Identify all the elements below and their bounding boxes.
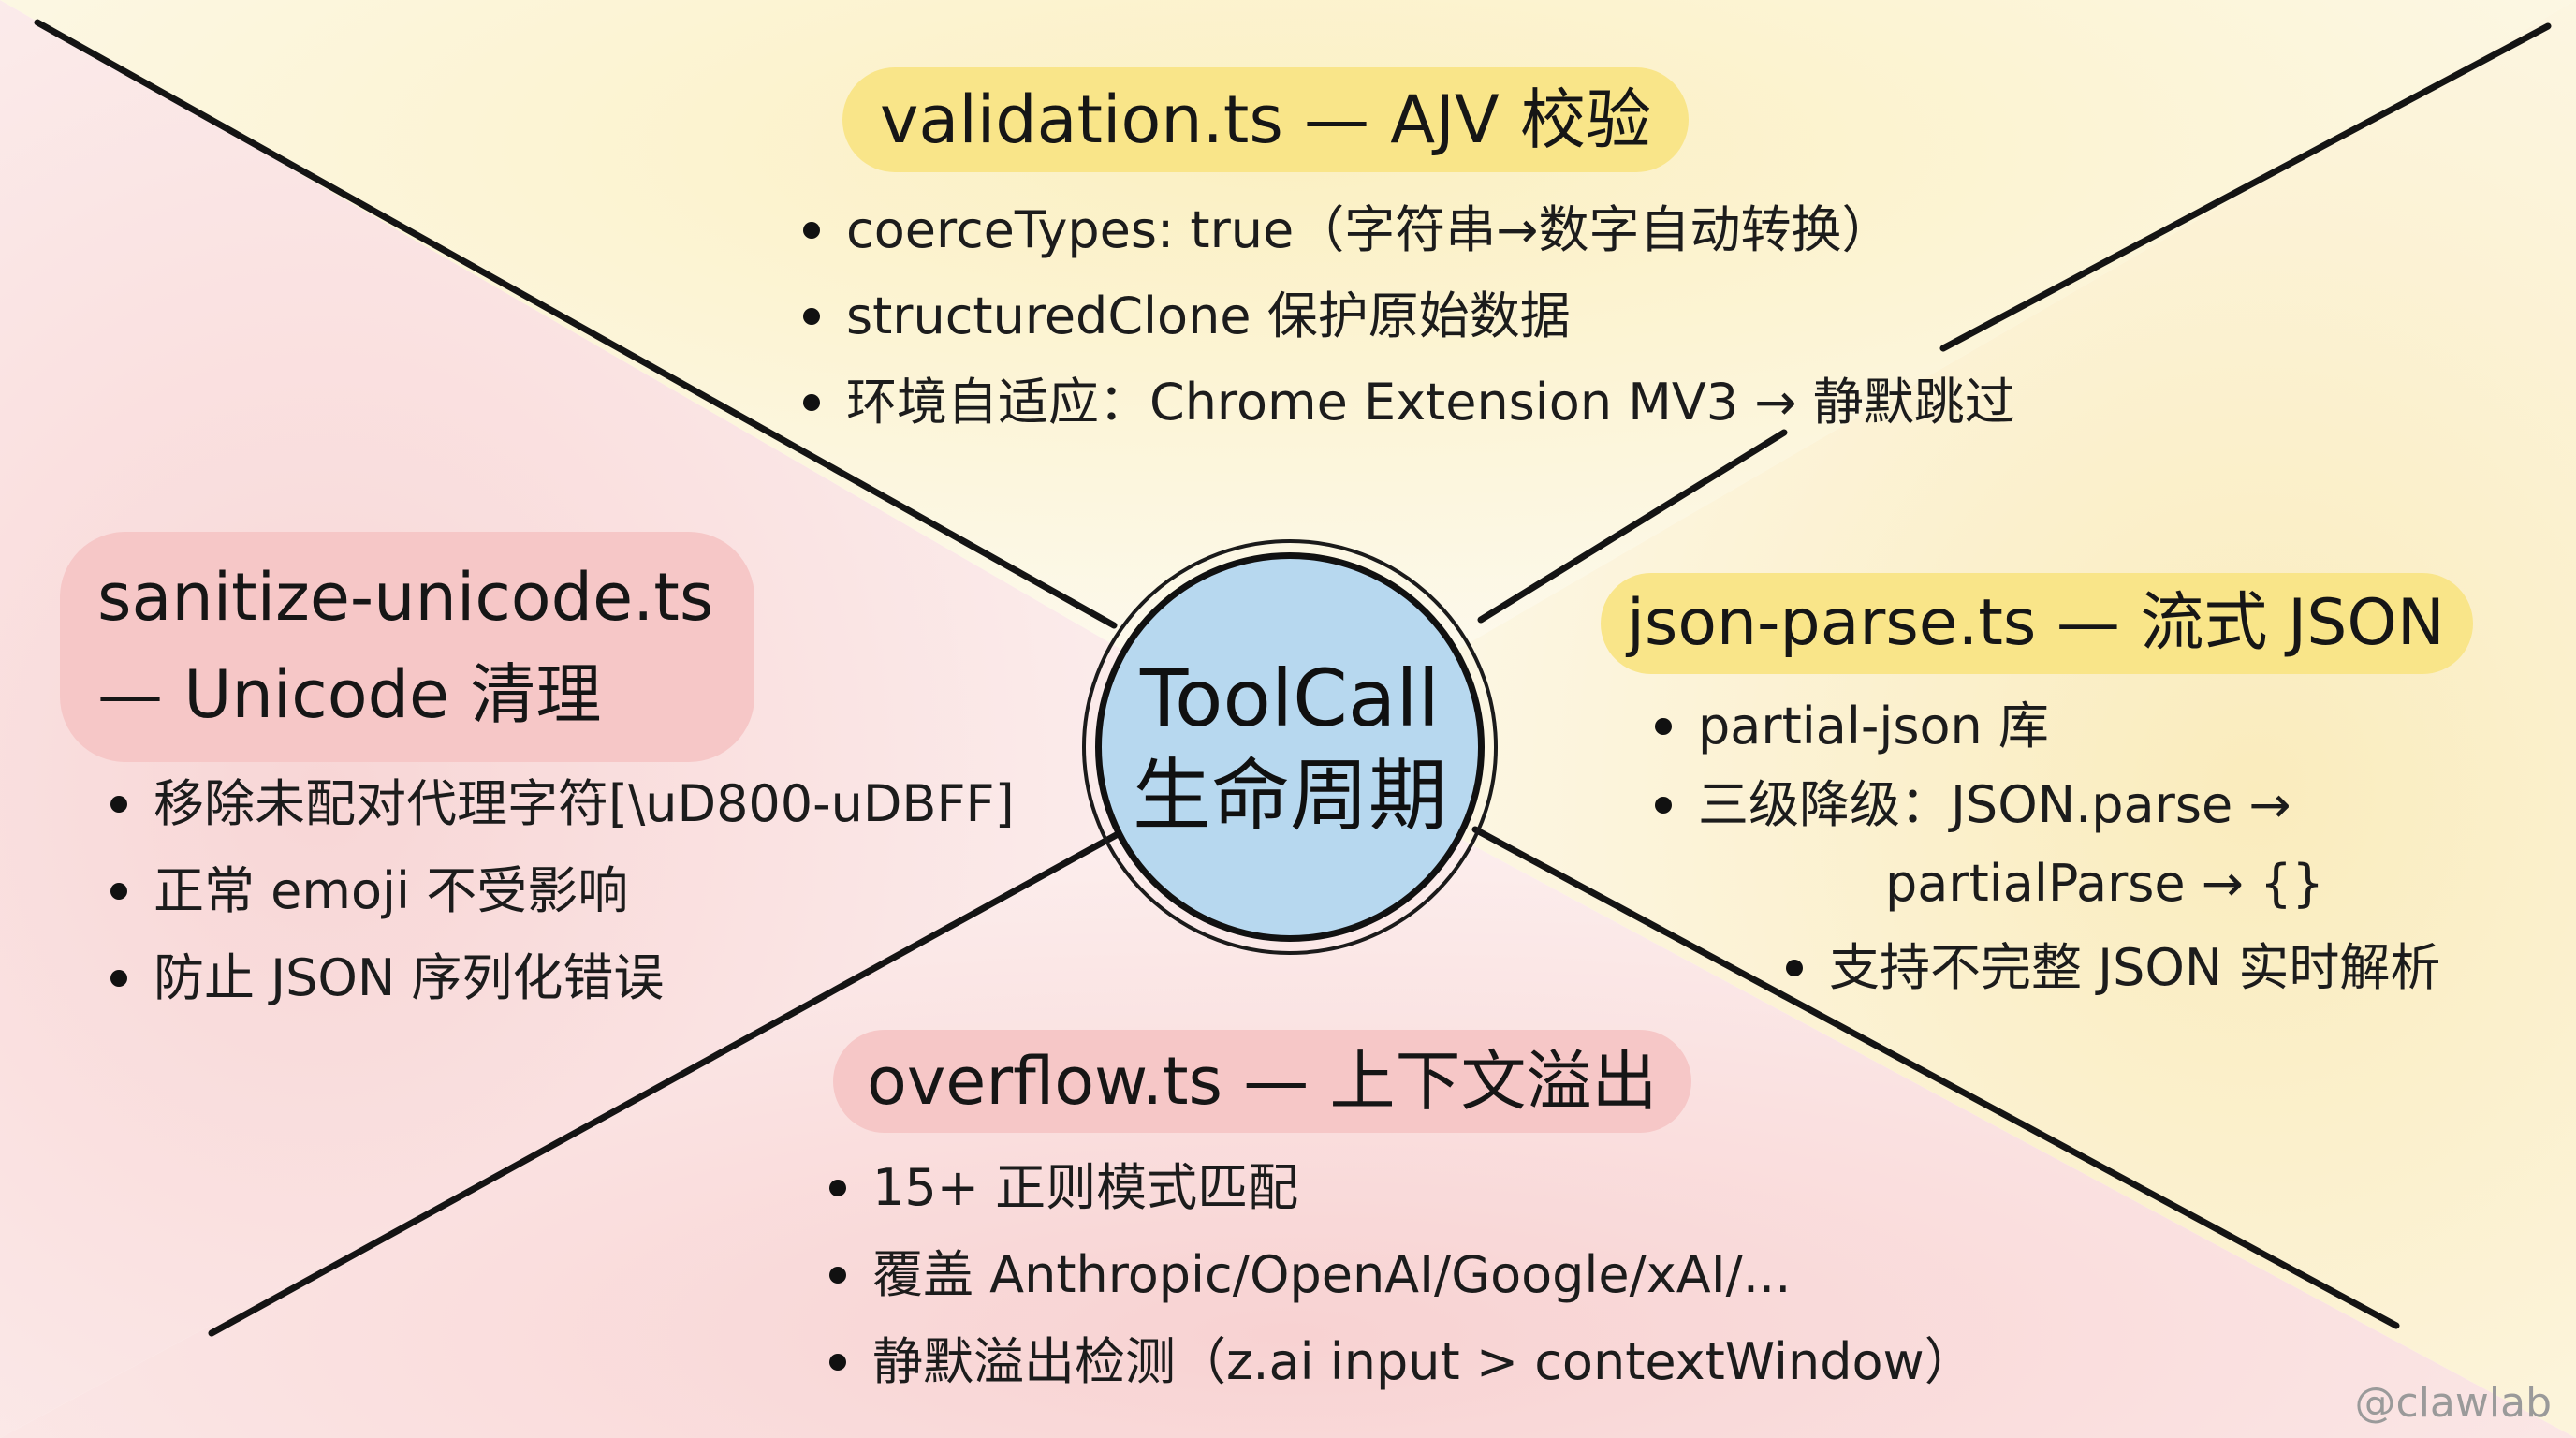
list-item: 覆盖 Anthropic/OpenAI/Google/xAI/... bbox=[824, 1231, 1975, 1318]
json-parse-title: json-parse.ts — 流式 JSON bbox=[1601, 573, 2473, 674]
list-item: 正常 emoji 不受影响 bbox=[105, 847, 1015, 934]
list-item: 环境自适应：Chrome Extension MV3 → 静默跳过 bbox=[798, 360, 2015, 446]
list-item: 三级降级：JSON.parse → bbox=[1649, 766, 2440, 844]
sanitize-unicode-title: sanitize-unicode.ts — Unicode 清理 bbox=[60, 532, 755, 762]
list-item: 静默溢出检测（z.ai input > contextWindow） bbox=[824, 1318, 1975, 1405]
top-region bbox=[0, 0, 2576, 747]
list-item-continuation: partialParse → {} bbox=[1885, 854, 2324, 913]
center-hub: ToolCall 生命周期 bbox=[1095, 552, 1485, 942]
divider-line-top-right-inner bbox=[1477, 429, 1788, 624]
list-item: partial-json 库 bbox=[1649, 687, 2440, 766]
sanitize-unicode-bullet-list: 移除未配对代理字符[\uD800-uDBFF] 正常 emoji 不受影响 防止… bbox=[105, 760, 1015, 1021]
divider-line-bottom-left bbox=[208, 829, 1123, 1337]
overflow-title: overflow.ts — 上下文溢出 bbox=[833, 1030, 1691, 1133]
list-item: coerceTypes: true（字符串→数字自动转换） bbox=[798, 187, 2015, 273]
sanitize-unicode-title-line1: sanitize-unicode.ts bbox=[97, 559, 714, 636]
list-item: structuredClone 保护原始数据 bbox=[798, 273, 2015, 360]
center-hub-line1: ToolCall bbox=[1140, 653, 1440, 744]
divider-line-top-right bbox=[1939, 22, 2552, 352]
validation-title: validation.ts — AJV 校验 bbox=[842, 67, 1689, 172]
validation-bullet-list: coerceTypes: true（字符串→数字自动转换） structured… bbox=[798, 187, 2015, 446]
divider-line-bottom-right bbox=[1471, 826, 2400, 1329]
center-hub-line2: 生命周期 bbox=[1132, 750, 1447, 842]
overflow-bullet-list: 15+ 正则模式匹配 覆盖 Anthropic/OpenAI/Google/xA… bbox=[824, 1144, 1975, 1405]
watermark: @clawlab bbox=[2354, 1379, 2552, 1427]
list-item: 支持不完整 JSON 实时解析 bbox=[1780, 929, 2440, 1007]
divider-line-top-left bbox=[34, 19, 1118, 629]
list-item: 15+ 正则模式匹配 bbox=[824, 1144, 1975, 1231]
right-region bbox=[1290, 0, 2576, 1438]
list-item: 防止 JSON 序列化错误 bbox=[105, 934, 1015, 1021]
sanitize-unicode-title-line2: — Unicode 清理 bbox=[97, 656, 602, 733]
json-parse-bullet-list: partial-json 库 三级降级：JSON.parse → partial… bbox=[1649, 687, 2440, 1007]
list-item: 移除未配对代理字符[\uD800-uDBFF] bbox=[105, 760, 1015, 847]
